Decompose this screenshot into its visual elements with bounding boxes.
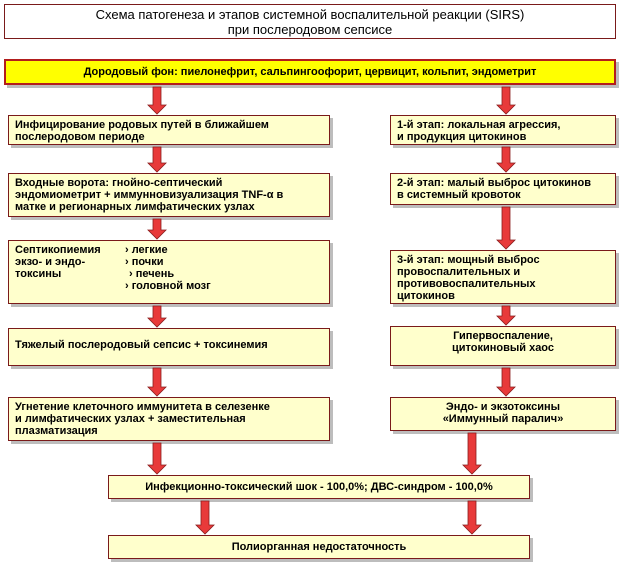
arrow-stage-3-to-hyperinflammation — [496, 305, 516, 326]
arrow-shock-to-failure-right — [462, 500, 482, 535]
background-conditions-box: Дородовый фон: пиелонефрит, сальпингоофо… — [4, 59, 616, 85]
arrow-entry-to-septicopyemia — [147, 218, 167, 240]
multiorgan-failure-box: Полиорганная недостаточность — [108, 535, 530, 559]
stage-3-line-2: провоспалительных и — [397, 266, 521, 278]
entry-gate-line-1: Входные ворота: гнойно-септический — [15, 177, 223, 189]
stage-1-line-2: и продукция цитокинов — [397, 131, 527, 143]
immunity-line-2: и лимфатических узлах + заместительная — [15, 413, 246, 425]
stage-3-line-4: цитокинов — [397, 290, 455, 302]
hyperinflammation-line-2: цитокиновый хаос — [451, 342, 555, 354]
stage-2-line-1: 2-й этап: малый выброс цитокинов — [397, 177, 592, 189]
stage-1-line-1: 1-й этап: локальная агрессия, — [397, 119, 561, 131]
stage-1-box: 1-й этап: локальная агрессия, и продукци… — [390, 115, 616, 145]
organ-brain: › головной мозг — [125, 280, 211, 292]
septicopyemia-line-2: экзо- и эндо- — [15, 256, 86, 268]
infection-line-1: Инфицирование родовых путей в ближайшем — [15, 119, 269, 131]
arrow-bg-to-infection — [147, 86, 167, 115]
arrow-paralysis-to-shock — [462, 432, 482, 475]
hyperinflammation-line-1: Гипервоспаление, — [453, 330, 553, 342]
arrow-sepsis-to-immunity — [147, 367, 167, 397]
septicopyemia-box: Септикопиемия экзо- и эндо- токсины › ле… — [8, 240, 330, 304]
stage-2-box: 2-й этап: малый выброс цитокинов в систе… — [390, 173, 616, 205]
organ-lungs: › легкие — [125, 244, 168, 256]
diagram-title: Схема патогенеза и этапов системной восп… — [4, 4, 616, 39]
infection-line-2: послеродовом периоде — [15, 131, 145, 143]
entry-gate-line-2: эндомиометрит + иммунновизуализация TNF-… — [15, 189, 284, 201]
immunity-line-3: плазматизация — [15, 425, 98, 437]
septicopyemia-line-1: Септикопиемия — [15, 244, 101, 256]
septicopyemia-line-3: токсины — [15, 268, 62, 280]
arrow-shock-to-failure-left — [195, 500, 215, 535]
arrow-immunity-to-shock — [147, 442, 167, 475]
immune-paralysis-line-1: Эндо- и экзотоксины — [445, 401, 561, 413]
arrow-hyperinflammation-to-paralysis — [496, 367, 516, 397]
immunity-line-1: Угнетение клеточного иммунитета в селезе… — [15, 401, 270, 413]
organ-kidneys: › почки — [125, 256, 164, 268]
entry-gate-box: Входные ворота: гнойно-септический эндом… — [8, 173, 330, 217]
infection-birth-canal-box: Инфицирование родовых путей в ближайшем … — [8, 115, 330, 145]
immunity-suppression-box: Угнетение клеточного иммунитета в селезе… — [8, 397, 330, 441]
stage-2-line-2: в системный кровоток — [397, 189, 521, 201]
septic-shock-box: Инфекционно-токсический шок - 100,0%; ДВ… — [108, 475, 530, 499]
immune-paralysis-line-2: «Иммунный паралич» — [442, 413, 564, 425]
arrow-bg-to-stage-1 — [496, 86, 516, 115]
entry-gate-line-3: матке и регионарных лимфатических узлах — [15, 201, 255, 213]
arrow-stage-1-to-stage-2 — [496, 146, 516, 173]
stage-3-line-1: 3-й этап: мощный выброс — [397, 254, 540, 266]
severe-sepsis-box: Тяжелый послеродовый сепсис + токсинемия — [8, 328, 330, 366]
hyperinflammation-box: Гипервоспаление, цитокиновый хаос — [390, 326, 616, 366]
immune-paralysis-box: Эндо- и экзотоксины «Иммунный паралич» — [390, 397, 616, 431]
stage-3-box: 3-й этап: мощный выброс провоспалительны… — [390, 250, 616, 304]
stage-3-line-3: противовоспалительных — [397, 278, 536, 290]
title-line-2: при послеродовом сепсисе — [227, 22, 393, 37]
title-line-1: Схема патогенеза и этапов системной восп… — [95, 7, 525, 22]
arrow-infection-to-entry — [147, 146, 167, 173]
arrow-septicopyemia-to-sepsis — [147, 305, 167, 328]
arrow-stage-2-to-stage-3 — [496, 206, 516, 250]
organ-liver: › печень — [129, 268, 175, 280]
